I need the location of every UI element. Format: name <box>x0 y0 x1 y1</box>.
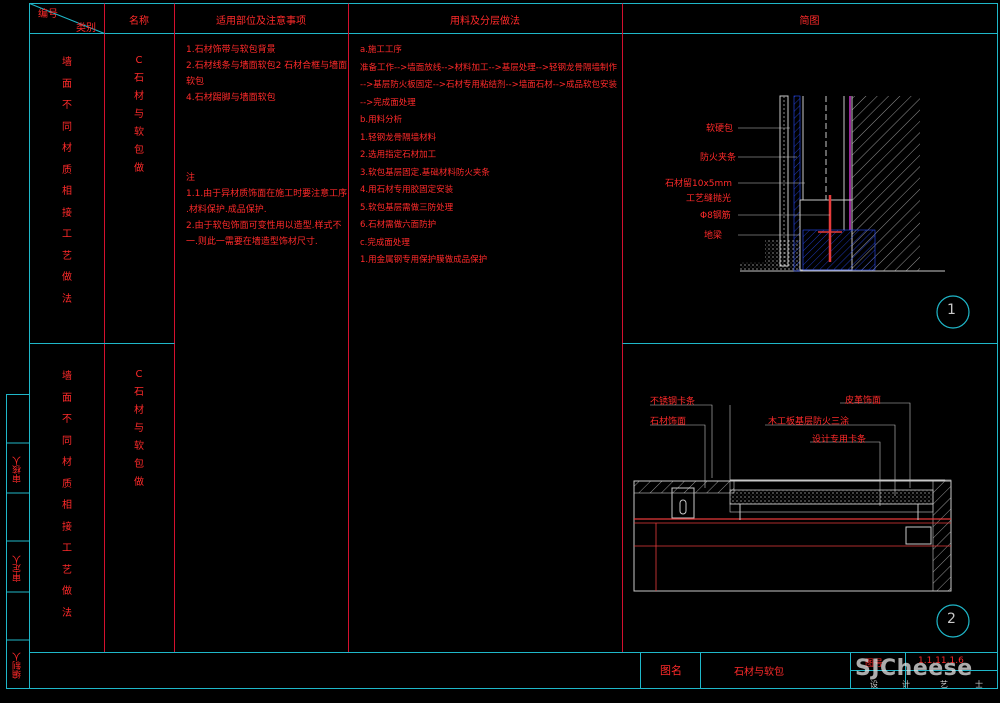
header-scope-label: 适用部位及注意事项 <box>216 16 306 27</box>
row2-category: 墙面不同材质相接工艺做法 <box>62 371 72 619</box>
row1-name: C石材与软包做 <box>134 55 144 174</box>
titleblock-number-value: 1.1.11.1.6 <box>918 656 964 666</box>
row1-materials-text: a.施工工序 准备工作-->墙面放线-->材料加工-->基层处理-->轻钢龙骨隔… <box>360 45 618 265</box>
diagram1-label-softpanel: 软硬包 <box>706 124 734 134</box>
diagram1-label-rebar: Φ8钢筋 <box>700 211 731 221</box>
side-label-approver: 审定人 <box>13 555 23 582</box>
titleblock-drawing-name: 石材与软包 <box>734 667 784 678</box>
diagram1-label-stonegap: 石材留10x5mm <box>665 179 733 189</box>
titleblock-name-label: 图名 <box>660 664 682 677</box>
row1-category: 墙面不同材质相接工艺做法 <box>62 57 72 305</box>
diagram2-number: 2 <box>947 611 956 627</box>
diagram1-label-beam: 地梁 <box>704 231 723 241</box>
watermark: SJCheese <box>855 656 973 681</box>
titleblock-sub-1: 设 <box>870 680 878 689</box>
diagram2-label-board: 木工板基层防火三涂 <box>768 417 850 427</box>
titleblock-sub-3: 艺 <box>940 680 948 689</box>
diagram2-label-designclip: 设计专用卡条 <box>812 435 867 445</box>
header-category-label: 类别 <box>76 23 96 34</box>
titleblock-sub-2: 计 <box>902 680 910 689</box>
section-diagram-2 <box>633 402 970 638</box>
row2-name: C石材与软包做 <box>134 369 144 488</box>
diagram1-label-firestrip: 防火夹条 <box>700 153 737 163</box>
diagram2-label-stone: 石材饰面 <box>650 417 687 427</box>
diagram1-number: 1 <box>947 302 956 318</box>
section-diagram-1 <box>738 95 970 329</box>
side-label-reviewer: 审核人 <box>13 456 23 483</box>
header-code-label: 编号 <box>38 9 58 20</box>
header-materials-label: 用料及分层做法 <box>450 16 520 27</box>
header-diagram-label: 简图 <box>799 16 820 27</box>
row1-scope-text: 1.石材饰带与软包背景 2.石材线条与墙面软包2 石材合框与墙面 软包 4.石材… <box>186 45 348 247</box>
titleblock-number-label: 图号 <box>865 659 884 669</box>
diagram2-label-steelclip: 不锈钢卡条 <box>650 397 696 407</box>
titleblock-sub-4: 士 <box>975 680 983 689</box>
diagram2-label-leather: 皮革饰面 <box>845 396 882 406</box>
side-label-author: 编制人 <box>13 652 23 679</box>
diagram1-label-polish: 工艺缝抛光 <box>686 194 732 204</box>
header-name-label: 名称 <box>129 16 149 27</box>
